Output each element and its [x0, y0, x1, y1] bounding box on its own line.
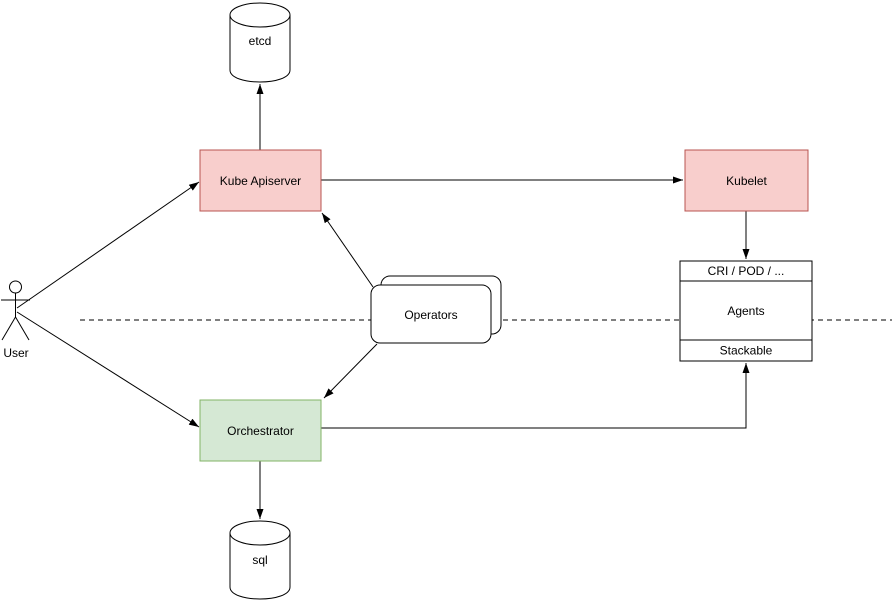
kubelet-label: Kubelet	[726, 174, 767, 188]
agents-label: Agents	[727, 304, 764, 318]
edge-operators-to-orchestrator	[323, 343, 378, 399]
etcd-cylinder-body	[229, 15, 291, 83]
operators-front-card	[370, 284, 492, 344]
user-actor-head	[9, 280, 22, 294]
user-actor-right-leg	[15, 316, 30, 341]
node-sql-database[interactable]: sql	[229, 520, 291, 600]
user-actor-left-leg	[1, 316, 16, 341]
orchestrator-label: Orchestrator	[227, 424, 294, 438]
node-orchestrator[interactable]: Orchestrator	[199, 399, 322, 462]
cri-pod-label: CRI / POD / ...	[708, 264, 785, 278]
node-operators[interactable]: Operators	[370, 275, 502, 344]
node-user-actor[interactable]: User	[1, 280, 30, 360]
node-kube-apiserver[interactable]: Kube Apiserver	[199, 149, 322, 212]
etcd-label: etcd	[249, 34, 272, 48]
node-agents-stack[interactable]: CRI / POD / ... Agents Stackable	[679, 260, 813, 362]
stackable-label: Stackable	[720, 344, 773, 358]
edge-user-to-kube-apiserver	[16, 181, 200, 309]
etcd-cylinder-top	[229, 2, 291, 28]
sql-cylinder-top	[229, 520, 291, 546]
node-kubelet[interactable]: Kubelet	[684, 149, 809, 212]
edge-orchestrator-to-stackable	[321, 363, 750, 429]
user-label: User	[3, 346, 28, 360]
operators-label: Operators	[404, 308, 457, 322]
sql-label: sql	[252, 553, 267, 567]
edge-operators-to-kube-apiserver	[321, 212, 374, 288]
kubelet-box	[684, 149, 809, 212]
agents-stack-box	[679, 260, 813, 362]
sql-cylinder-body	[229, 533, 291, 600]
kube-apiserver-label: Kube Apiserver	[220, 174, 301, 188]
node-etcd-database[interactable]: etcd	[229, 2, 291, 83]
edge-user-to-orchestrator	[16, 311, 200, 428]
kube-apiserver-box	[199, 149, 322, 212]
orchestrator-box	[199, 399, 322, 462]
